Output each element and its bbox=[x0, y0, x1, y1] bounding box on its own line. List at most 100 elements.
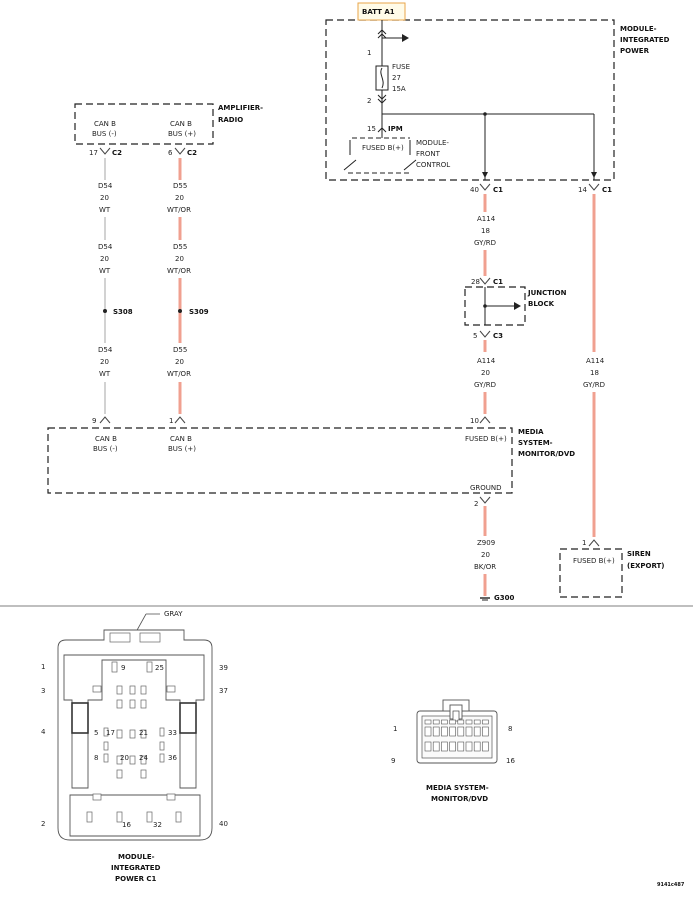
siren-title-2: (EXPORT) bbox=[627, 562, 665, 570]
ipm-label: IPM bbox=[388, 125, 403, 133]
d55-gauge: 20 bbox=[175, 194, 184, 202]
splice-s308-label: S308 bbox=[113, 308, 133, 316]
media-conn-cavity bbox=[424, 741, 432, 752]
jb-pin-5: 5 bbox=[473, 332, 477, 340]
junction-block: 28 C1 JUNCTION BLOCK 5 C3 bbox=[464, 277, 567, 340]
c1-pin-left: 2 bbox=[41, 820, 45, 828]
media-conn-cavity bbox=[465, 741, 473, 752]
mip-pin-15: 15 bbox=[367, 125, 376, 133]
media-canb-pos-1: CAN B bbox=[170, 435, 192, 443]
a114-gauge: 18 bbox=[590, 369, 599, 377]
media-conn-pin: 1 bbox=[393, 725, 397, 733]
a114-code: A114 bbox=[586, 357, 605, 365]
module-integrated-power: MODULE- INTEGRATED POWER BATT A1 1 FUSE … bbox=[325, 2, 670, 194]
media-conn-cavity bbox=[457, 719, 465, 725]
media-conn-cavity bbox=[432, 719, 440, 725]
media-conn-pin: 8 bbox=[508, 725, 512, 733]
amp-title-1: AMPLIFIER- bbox=[218, 104, 263, 112]
d55-gauge: 20 bbox=[175, 358, 184, 366]
amp-pin-6: 6 bbox=[168, 149, 173, 157]
a114-color: GY/RD bbox=[583, 381, 605, 389]
mip-title-3: POWER bbox=[620, 47, 650, 55]
amp-canb-neg-2: BUS (-) bbox=[92, 130, 117, 138]
c1-caption-2: INTEGRATED bbox=[111, 864, 161, 872]
media-conn-cavity bbox=[465, 726, 473, 737]
c1-pin-inner: 24 bbox=[139, 754, 148, 762]
jb-title-2: BLOCK bbox=[528, 300, 555, 308]
amp-pin-17: 17 bbox=[89, 149, 98, 157]
media-fused-b: FUSED B(+) bbox=[465, 435, 507, 443]
jb-box bbox=[464, 286, 526, 326]
media-conn-cavity bbox=[449, 741, 456, 752]
c1-pin-left: 3 bbox=[41, 687, 45, 695]
fuse-number: 27 bbox=[392, 74, 401, 82]
down-arrow-icon bbox=[591, 172, 597, 178]
c1-pin-inner: 33 bbox=[168, 729, 177, 737]
d55-color: WT/OR bbox=[167, 206, 191, 214]
siren: 1 FUSED B(+) SIREN (EXPORT) bbox=[559, 539, 665, 598]
d55-color: WT/OR bbox=[167, 370, 191, 378]
splice-s309-dot bbox=[178, 309, 182, 313]
z909-color: BK/OR bbox=[474, 563, 496, 571]
d55-color: WT/OR bbox=[167, 267, 191, 275]
d55-code: D55 bbox=[173, 346, 187, 354]
reference-code: 9141c487 bbox=[657, 882, 685, 888]
mip-pin-2: 2 bbox=[367, 97, 371, 105]
media-conn-cavity bbox=[449, 726, 456, 737]
mfc-title-1: MODULE- bbox=[416, 139, 449, 147]
amp-canb-pos-1: CAN B bbox=[170, 120, 192, 128]
c1-pin-left: 4 bbox=[41, 728, 46, 736]
media-conn-cavity bbox=[441, 726, 448, 737]
media-conn-cavity bbox=[424, 719, 432, 725]
wire-a114-siren: A114 18 GY/RD bbox=[583, 194, 605, 537]
c1-label: C1 bbox=[493, 186, 503, 194]
d55-code: D55 bbox=[173, 243, 187, 251]
wire-a114-media: A114 20 GY/RD bbox=[474, 340, 496, 414]
mip-title-1: MODULE- bbox=[620, 25, 657, 33]
media-box bbox=[47, 427, 513, 494]
wire-a114-jb: A114 18 GY/RD bbox=[474, 194, 496, 276]
media-pin-2: 2 bbox=[474, 500, 478, 508]
conn-gray-label: GRAY bbox=[164, 610, 183, 618]
c1-pin-right: 39 bbox=[219, 664, 228, 672]
media-conn-cavity bbox=[473, 741, 481, 752]
d54-code: D54 bbox=[98, 346, 113, 354]
fuse-amperage: 15A bbox=[392, 85, 406, 93]
c1-pin-inner: 5 bbox=[94, 729, 98, 737]
media-conn-pin: 9 bbox=[391, 757, 395, 765]
media-ground: GROUND bbox=[470, 484, 502, 492]
c1-pin-inner: 25 bbox=[155, 664, 164, 672]
mip-box bbox=[325, 19, 615, 181]
splice-s308-dot bbox=[103, 309, 107, 313]
connector-mip-c1: GRAY bbox=[41, 610, 228, 883]
amp-c2-label: C2 bbox=[112, 149, 122, 157]
mfc-title-2: FRONT bbox=[416, 150, 441, 158]
media-conn-cavity bbox=[482, 726, 489, 737]
wire-d55: D55 20 WT/OR D55 20 WT/OR D55 20 WT/OR S… bbox=[167, 158, 209, 414]
d54-code: D54 bbox=[98, 243, 113, 251]
a114-gauge: 18 bbox=[481, 227, 490, 235]
c1-pin-inner: 21 bbox=[139, 729, 148, 737]
z909-code: Z909 bbox=[477, 539, 495, 547]
media-conn-cavity bbox=[441, 741, 448, 752]
media-title-2: SYSTEM- bbox=[518, 439, 553, 447]
media-conn-cavity bbox=[473, 719, 481, 725]
c1-pin-14: 14 bbox=[578, 186, 587, 194]
c1-pin-inner: 20 bbox=[120, 754, 129, 762]
c1-pin-inner: 9 bbox=[121, 664, 125, 672]
d54-gauge: 20 bbox=[100, 255, 109, 263]
wire-z909: Z909 20 BK/OR G300 bbox=[474, 506, 514, 602]
media-conn-cavity bbox=[457, 726, 465, 737]
media-title-3: MONITOR/DVD bbox=[518, 450, 575, 458]
media-canb-neg-1: CAN B bbox=[95, 435, 117, 443]
splice-s309-label: S309 bbox=[189, 308, 209, 316]
a114-gauge: 20 bbox=[481, 369, 490, 377]
jb-arrow-icon bbox=[514, 302, 521, 310]
down-arrow-icon bbox=[482, 172, 488, 178]
mfc-title-3: CONTROL bbox=[416, 161, 450, 169]
c1-latch-left bbox=[71, 702, 89, 734]
mip-pin-1: 1 bbox=[367, 49, 371, 57]
mip-title-2: INTEGRATED bbox=[620, 36, 670, 44]
amp-box bbox=[74, 103, 214, 145]
